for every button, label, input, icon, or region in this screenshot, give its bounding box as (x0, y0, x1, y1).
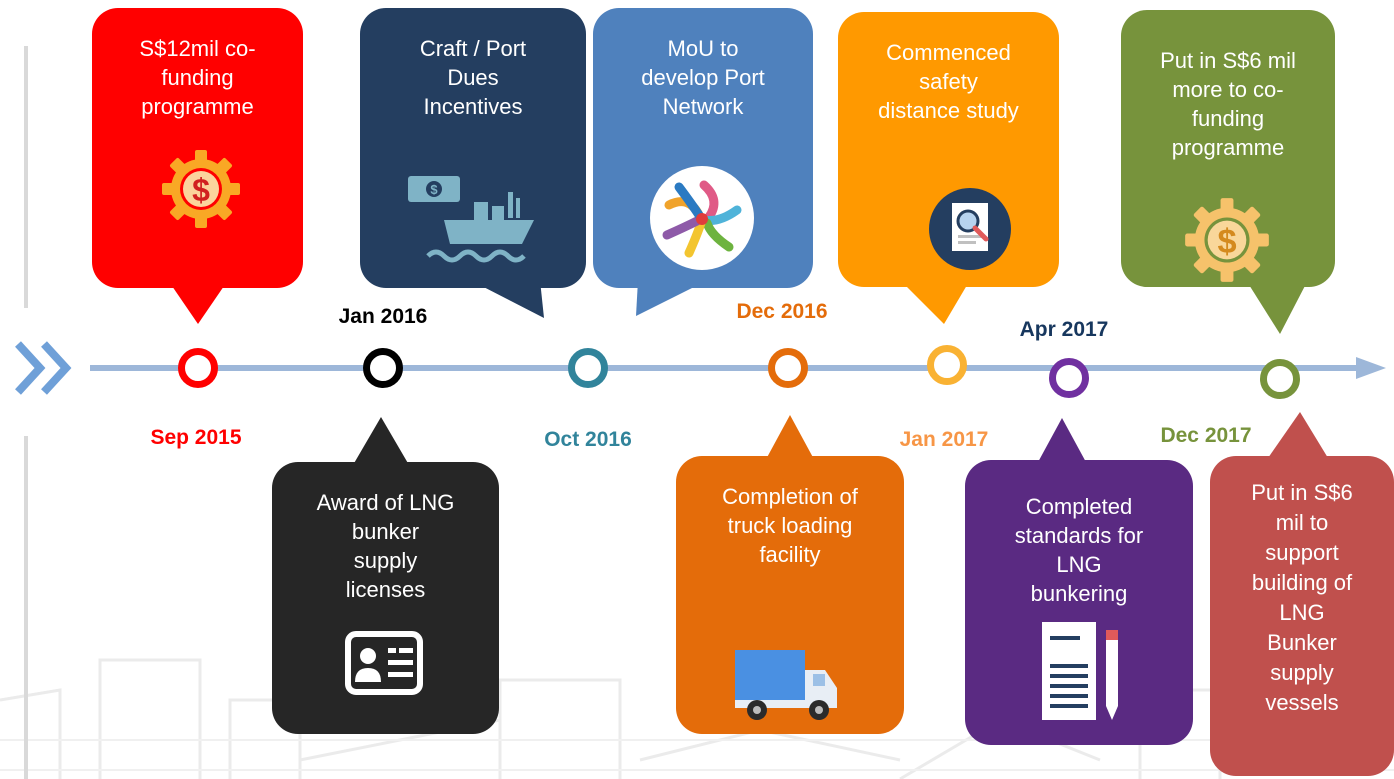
callout-line: programme (1171, 135, 1285, 160)
callout-line: Completion of (722, 484, 858, 509)
callout-line: Put in S$6 (1251, 480, 1353, 505)
date-label-dec-2016: Dec 2016 (736, 300, 828, 323)
left-rule-top (24, 46, 28, 308)
timeline-node-sep-2015 (178, 348, 218, 388)
callout-pointer (636, 280, 708, 316)
callout-line: Network (662, 94, 744, 119)
callout-line: supply (353, 548, 418, 573)
callout-jan-2016: Award of LNG bunker supply licenses (272, 462, 499, 734)
callout-dec-2017-vessels: Put in S$6 mil to support building of LN… (1210, 456, 1394, 776)
callout-pointer (900, 280, 970, 324)
document-search-icon (929, 188, 1011, 270)
date-label-sep-2015: Sep 2015 (150, 426, 242, 449)
network-circle-icon (650, 166, 754, 270)
callout-line: Completed (1025, 494, 1133, 519)
left-rule-bottom (24, 436, 28, 779)
callout-line: standards for (1014, 523, 1144, 548)
callout-line: supply (1270, 660, 1334, 685)
callout-line: Put in S$6 mil (1160, 48, 1296, 73)
callout-pointer (1246, 280, 1308, 334)
callout-pointer (172, 286, 224, 324)
timeline-arrowhead (1356, 357, 1386, 379)
money-ship-icon: $ (408, 176, 534, 263)
callout-line: facility (759, 542, 821, 567)
truck-icon (735, 650, 837, 720)
id-card-icon (345, 631, 423, 695)
callout-pointer (764, 415, 816, 463)
callout-line: support (1265, 540, 1339, 565)
callout-line: LNG (1279, 600, 1325, 625)
date-label-apr-2017: Apr 2017 (1019, 318, 1109, 341)
callout-line: vessels (1265, 690, 1339, 715)
timeline-node-jan-2016 (363, 348, 403, 388)
callout-line: Bunker (1267, 630, 1337, 655)
callout-line: funding (161, 65, 234, 90)
timeline-node-dec-2016 (768, 348, 808, 388)
svg-text:$: $ (1217, 223, 1236, 261)
callout-pointer (353, 417, 409, 465)
callout-line: safety (919, 69, 978, 94)
document-pen-icon (1042, 622, 1118, 720)
callout-line: S$12mil co- (139, 36, 256, 61)
callout-dec-2016: Completion of truck loading facility (676, 456, 904, 734)
callout-line: Dues (447, 65, 499, 90)
callout-line: bunker (351, 519, 420, 544)
svg-text:$: $ (192, 172, 210, 208)
callout-line: more to co- (1172, 77, 1284, 102)
callout-line: programme (141, 94, 254, 119)
timeline-node-apr-2017 (1049, 358, 1089, 398)
callout-sep-2015: S$12mil co- funding programme (92, 8, 303, 288)
callout-pointer (470, 280, 544, 318)
callout-line: Commenced (886, 40, 1011, 65)
callout-line: Incentives (423, 94, 523, 119)
gear-dollar-icon: $ (162, 150, 240, 228)
date-label-dec-2017: Dec 2017 (1160, 424, 1252, 447)
svg-text:$: $ (430, 182, 438, 197)
callout-line: MoU to (667, 36, 739, 61)
callout-line: licenses (345, 577, 426, 602)
double-chevron-icon (15, 341, 72, 395)
timeline-node-oct-2016 (568, 348, 608, 388)
callout-line: building of (1251, 570, 1353, 595)
timeline-axis (15, 341, 1386, 395)
timeline-node-dec-2017 (1260, 359, 1300, 399)
timeline-node-jan-2017 (927, 345, 967, 385)
callout-line: develop Port (641, 65, 765, 90)
callout-pointer (1268, 412, 1328, 458)
callout-pointer (1037, 418, 1087, 464)
callout-line: distance study (878, 98, 1019, 123)
callout-line: LNG (1056, 552, 1102, 577)
callout-line: mil to (1275, 510, 1329, 535)
date-label-jan-2016: Jan 2016 (338, 305, 428, 328)
date-label-oct-2016: Oct 2016 (544, 428, 632, 451)
callout-line: funding (1191, 106, 1265, 131)
callout-line: Award of LNG (316, 490, 455, 515)
callout-line: bunkering (1030, 581, 1128, 606)
callout-line: Craft / Port (419, 36, 527, 61)
callout-line: truck loading (727, 513, 853, 538)
date-label-jan-2017: Jan 2017 (899, 428, 989, 451)
gear-dollar-icon: $ (1185, 198, 1269, 282)
